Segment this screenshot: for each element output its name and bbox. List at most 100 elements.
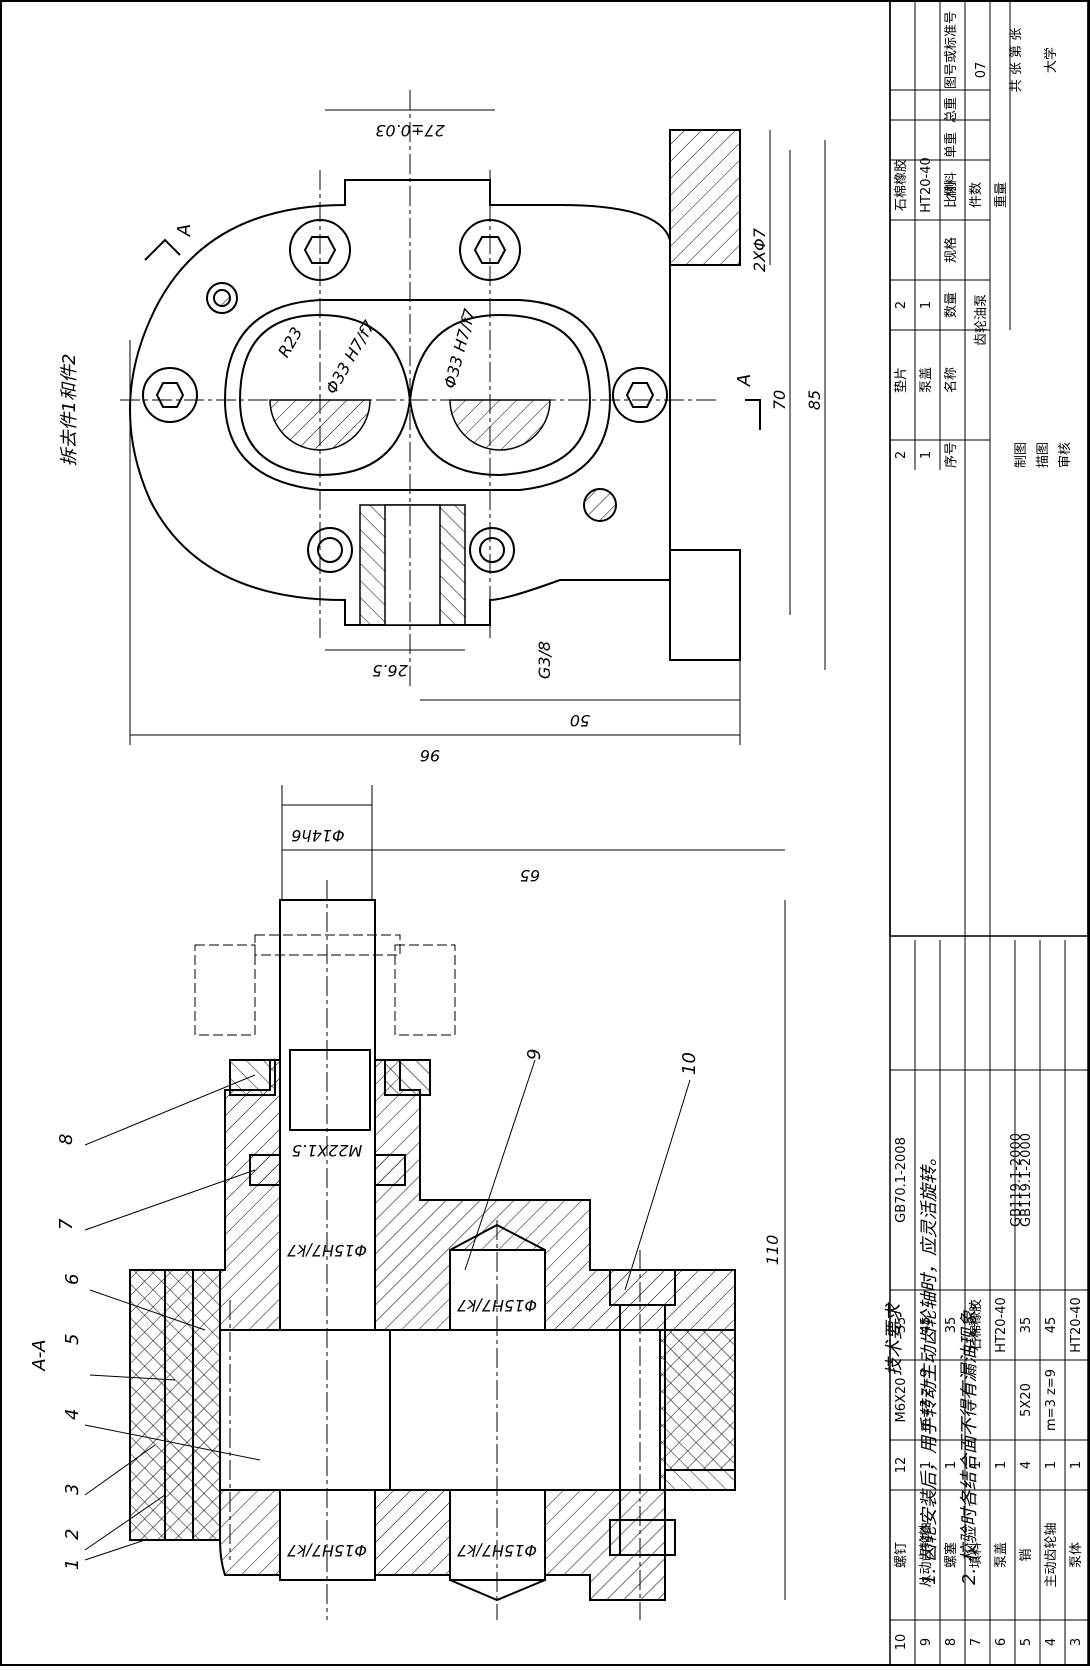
bom-qty: 1: [919, 301, 934, 309]
balloon-10: 10: [679, 1052, 700, 1075]
bom-no: 8: [944, 1638, 959, 1646]
quantity-label: 件数: [969, 182, 984, 208]
dim-85: 85: [805, 390, 824, 410]
bom-header-cell: 材料: [944, 172, 959, 198]
dim-110: 110: [763, 1235, 782, 1266]
dim-65: 65: [520, 866, 540, 885]
bom-qty: 1: [1044, 1461, 1059, 1469]
bom-no: 2: [894, 451, 909, 459]
tech-req-heading: 技术要求: [884, 1302, 905, 1376]
dim-26-5: 26.5: [372, 661, 408, 680]
dim-phi14h6: Φ14h6: [291, 826, 344, 845]
scale-label: 比例: [944, 182, 959, 208]
side-view-note: 拆去件1和件2: [59, 354, 80, 467]
bom-header-cell: 总重: [943, 97, 959, 123]
side-view: [120, 90, 826, 745]
bom-name: 垫片: [893, 367, 909, 393]
bom-header-cell: 图号或标准号: [944, 11, 959, 89]
std-gb119: GB119.1-2000: [1009, 1133, 1024, 1227]
title-block: [889, 0, 1089, 1666]
bom-spec: M6X20: [894, 1378, 909, 1423]
bom-qty: 4: [1019, 1461, 1034, 1469]
dim-50: 50: [570, 711, 590, 730]
dim-phi15-d: Φ15H7/k7: [456, 1541, 537, 1560]
bom-qty: 1: [969, 1461, 984, 1469]
tech-req-2: 2. 校验时各结合面不得有漏油现象。: [959, 1292, 980, 1585]
dim-m22: M22X1.5: [292, 1141, 363, 1160]
bom-qty: 1: [944, 1461, 959, 1469]
bom-std: GB119.1-2000: [1019, 1133, 1034, 1227]
bom-no: 4: [1044, 1638, 1059, 1646]
bom-no: 5: [1019, 1638, 1034, 1646]
bom-qty: 1: [1069, 1461, 1084, 1469]
bom-material: HT20-40: [994, 1297, 1009, 1353]
role-label: 审核: [1058, 442, 1073, 468]
bom-material: 45: [919, 1317, 934, 1334]
balloon-1: 1: [62, 1559, 83, 1570]
balloon-8: 8: [56, 1134, 77, 1145]
bom-name: 泵体: [1069, 1542, 1084, 1568]
bom-material: HT20-40: [919, 157, 934, 213]
school-name: 大学: [1043, 47, 1059, 73]
bom-spec: m=3 z=9: [1044, 1369, 1059, 1431]
section-mark-right: A: [734, 374, 755, 387]
section-view: [84, 785, 786, 1620]
role-label: 描图: [1036, 442, 1051, 468]
weight-label: 重量: [993, 182, 1009, 208]
bom-name: 螺钉: [894, 1542, 909, 1568]
bom-no: 10: [894, 1634, 909, 1651]
section-label: A-A: [29, 1339, 50, 1371]
bom-material: 石棉橡胶: [968, 1299, 984, 1351]
dim-96: 96: [420, 746, 440, 765]
bom-material: 35: [944, 1317, 959, 1334]
dim-phi15-c: Φ15H7/k7: [286, 1541, 367, 1560]
balloon-9: 9: [524, 1049, 545, 1060]
bom-name: 泵盖: [994, 1542, 1009, 1568]
drawing-title: 齿轮油泵: [974, 294, 989, 346]
sheets-label: 共 张 第 张: [1009, 28, 1024, 92]
bom-material: 35: [1019, 1317, 1034, 1334]
balloon-3: 3: [62, 1484, 83, 1495]
bom-spec: m=3 z=9: [919, 1369, 934, 1431]
bom-qty: 1: [919, 1461, 934, 1469]
bom-spec: 5X20: [1019, 1383, 1034, 1417]
tech-req-1: 1. 齿轮安装后，用手转动主动齿轮轴时，应灵活旋转。: [919, 1148, 940, 1585]
bom-no: 7: [969, 1638, 984, 1646]
balloon-7: 7: [56, 1218, 77, 1230]
bom-header-cell: 数量: [944, 292, 959, 318]
dim-r23: R23: [274, 324, 306, 361]
balloons: 8 7 6 5 4 3 2 1 9 10: [56, 1049, 700, 1570]
bom-name: 主动齿轮轴: [1044, 1522, 1059, 1587]
bom-qty: 2: [894, 301, 909, 309]
bom-name: 填料: [969, 1542, 984, 1568]
bom-qty: 12: [894, 1457, 909, 1474]
drawing-number: 07: [974, 62, 989, 79]
bom-table: [890, 1, 1090, 1665]
bom-header-cell: 名称: [943, 367, 959, 393]
bom-material: HT20-40: [1069, 1297, 1084, 1353]
bom-no: 9: [919, 1638, 934, 1646]
dim-phi33-right: Φ33 H7/f7: [440, 306, 480, 390]
balloon-5: 5: [62, 1334, 83, 1345]
bom-no: 1: [919, 451, 934, 459]
bom-name: 从动齿轮轴: [919, 1522, 934, 1587]
bom-material: 45: [1044, 1317, 1059, 1334]
bom-name: 销: [1019, 1548, 1034, 1561]
bom-header-cell: 序号: [944, 442, 959, 468]
dim-27: 27±0.03: [375, 121, 444, 140]
section-mark-top: A: [174, 224, 195, 237]
dim-phi33-left: Φ33 H7/f7: [322, 317, 380, 398]
bom-material: 石棉橡胶: [893, 159, 909, 211]
bom-no: 3: [1069, 1638, 1084, 1646]
bom-header-cell: 单重: [943, 132, 959, 158]
dim-2x7: 2XΦ7: [750, 227, 769, 272]
dim-g3-8: G3/8: [535, 641, 554, 679]
bom-std: GB70.1-2008: [894, 1137, 909, 1223]
bom-material: 35: [894, 1317, 909, 1334]
balloon-4: 4: [62, 1409, 83, 1420]
dim-phi15-a: Φ15H7/k7: [286, 1241, 367, 1260]
bom-header-cell: 规格: [943, 237, 959, 263]
